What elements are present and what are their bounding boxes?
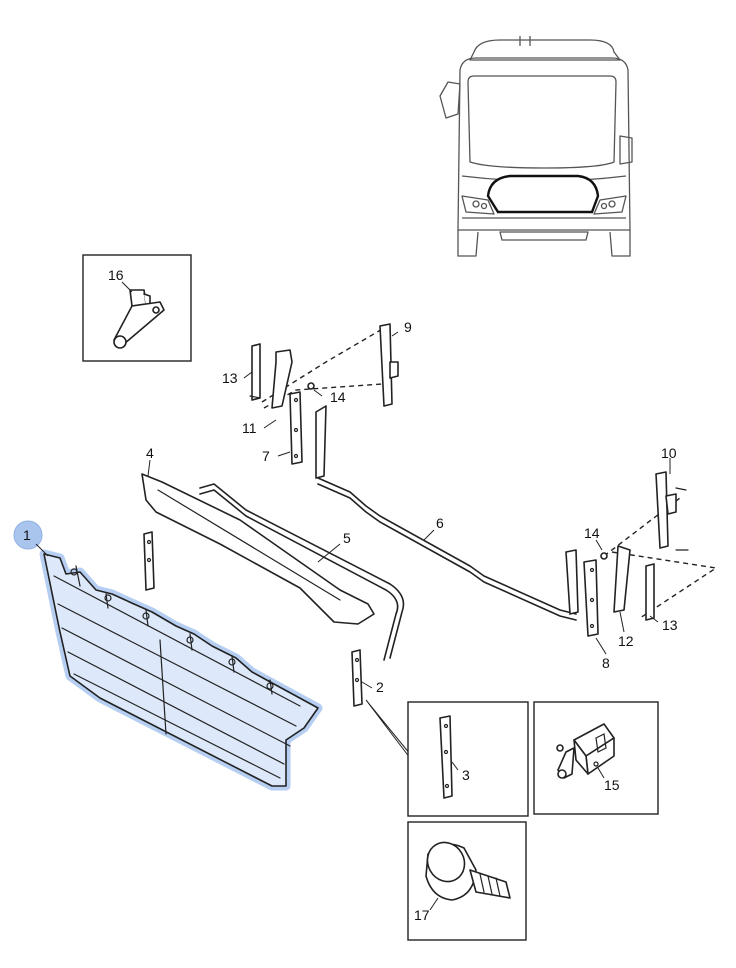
callout-1-badge xyxy=(13,520,43,550)
detail-box-15: 15 xyxy=(533,701,659,815)
callout-5: 5 xyxy=(343,530,351,546)
callout-8: 8 xyxy=(602,655,610,671)
detail-box-3: 3 xyxy=(407,701,529,817)
callout-14-right: 14 xyxy=(584,525,600,541)
callout-11: 11 xyxy=(242,420,257,436)
part-1-front-grille: 1 xyxy=(13,520,323,791)
part-5-seal-strip: 5 xyxy=(199,483,405,661)
part-2-bracket: 2 xyxy=(351,649,411,759)
detail-box-17: 17 xyxy=(407,821,527,941)
callout-7: 7 xyxy=(262,448,270,464)
callout-2: 2 xyxy=(376,679,384,695)
hinge-right-assembly: 10 14 12 13 8 xyxy=(583,445,718,671)
callout-6: 6 xyxy=(436,515,444,531)
callout-1: 1 xyxy=(23,527,31,543)
callout-13-right: 13 xyxy=(662,617,678,633)
callout-3: 3 xyxy=(462,767,470,783)
detail-box-16: 16 xyxy=(82,254,192,362)
callout-15: 15 xyxy=(604,777,620,793)
callout-4: 4 xyxy=(146,445,154,461)
callout-12: 12 xyxy=(618,633,634,649)
callout-10: 10 xyxy=(661,445,677,461)
bracket-left xyxy=(143,531,155,591)
callout-14-left: 14 xyxy=(330,389,346,405)
part-6-rod: 6 xyxy=(315,405,579,621)
callout-16: 16 xyxy=(108,267,124,283)
callout-17: 17 xyxy=(414,907,430,923)
part-4-upper-trim: 4 xyxy=(141,445,375,625)
hinge-left-assembly: 9 13 11 14 7 xyxy=(222,319,412,465)
callout-13-left: 13 xyxy=(222,370,238,386)
bus-front-view xyxy=(439,36,633,257)
callout-9: 9 xyxy=(404,319,412,335)
